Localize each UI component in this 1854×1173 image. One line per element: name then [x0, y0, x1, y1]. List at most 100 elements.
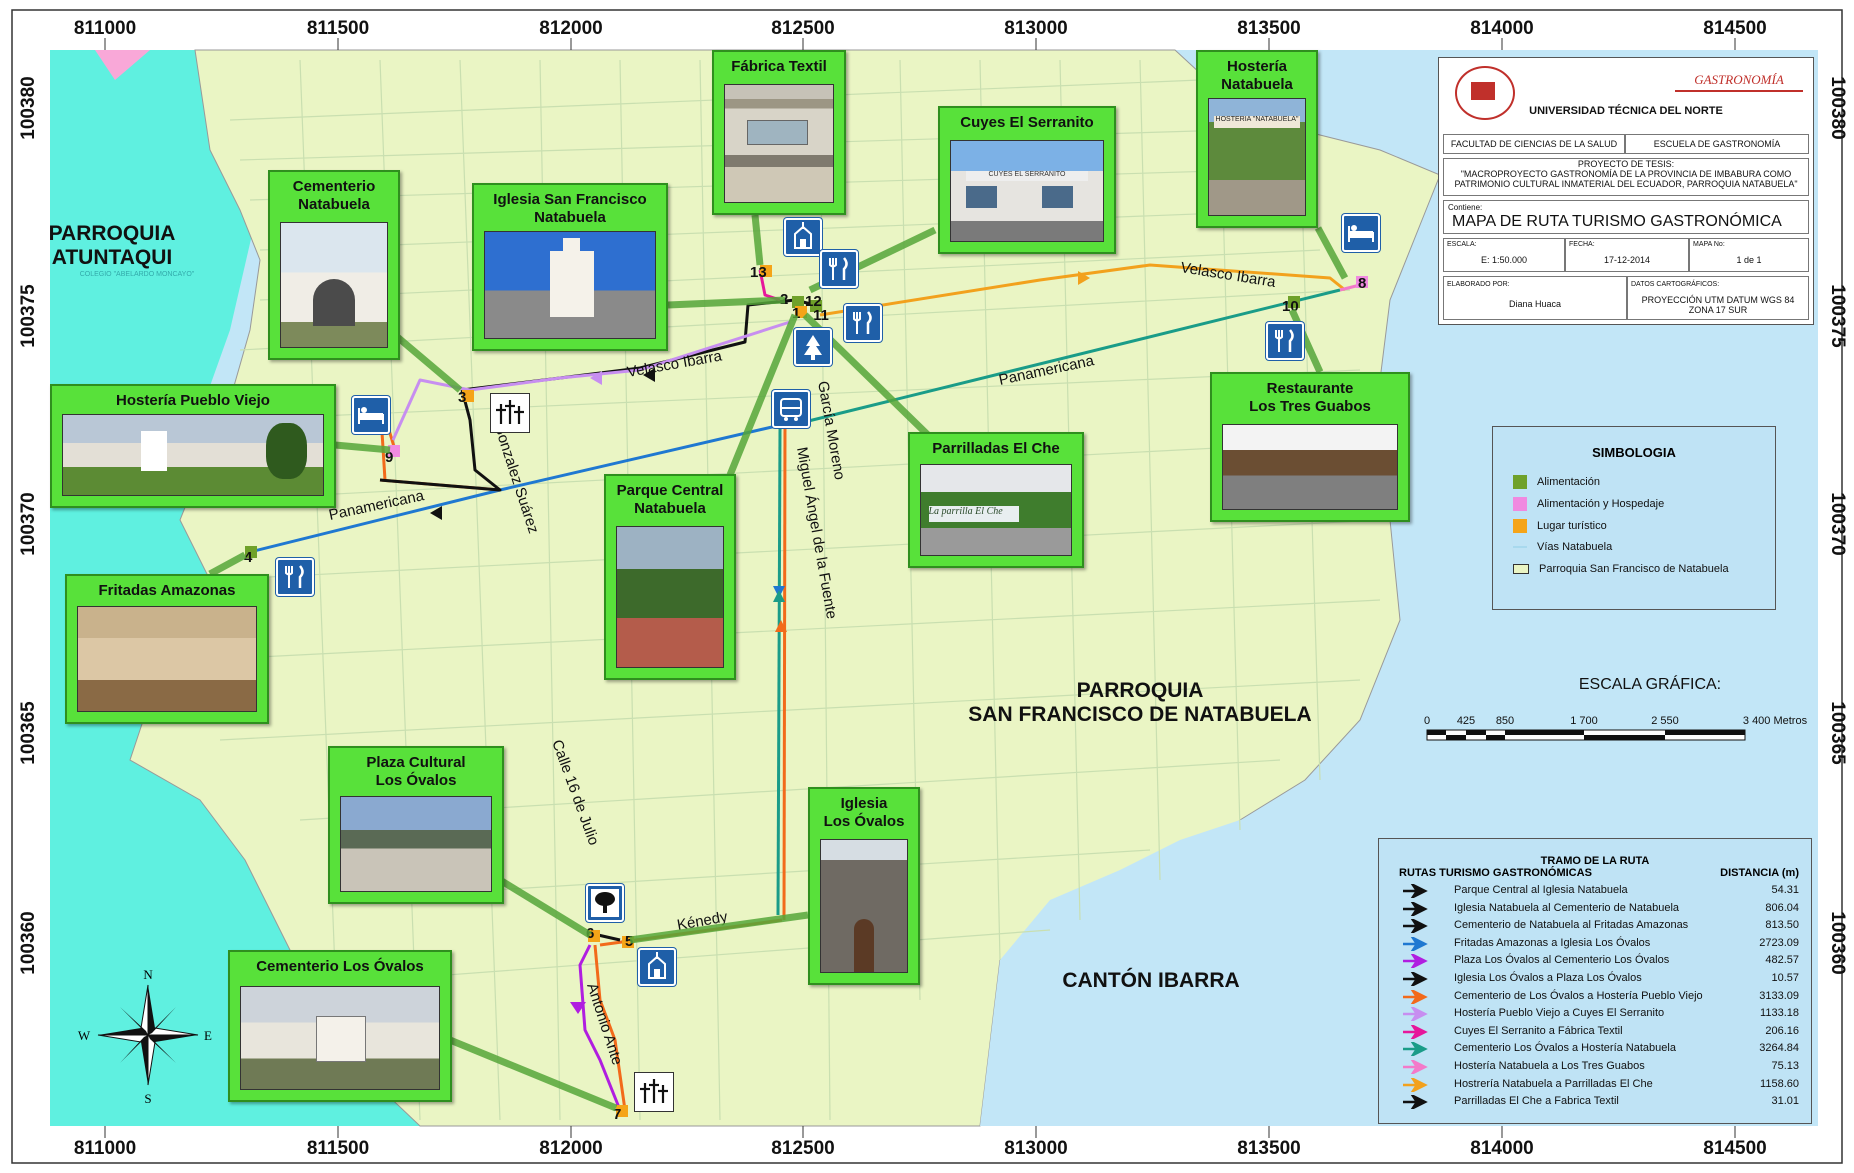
poi-title: Cuyes El Serranito: [960, 114, 1094, 131]
compass-n: N: [143, 967, 153, 982]
poi-iglesia-san-francisco[interactable]: Iglesia San Francisco Natabuela: [472, 183, 668, 351]
restaurant-icon[interactable]: [276, 558, 314, 596]
route-arrow-icon: [1403, 1077, 1428, 1092]
route-distance: 3133.09: [1759, 989, 1799, 1002]
photo-fritadas: [77, 606, 257, 712]
poi-title-1: Plaza Cultural: [366, 754, 466, 771]
x-tick-bottom: 813500: [1237, 1138, 1300, 1159]
photo-serranito: CUYES EL SERRANITO: [950, 140, 1104, 242]
cemetery-icon[interactable]: [634, 1072, 674, 1112]
poi-title-2: Natabuela: [298, 196, 370, 213]
y-tick-left: 100375: [18, 284, 39, 348]
church-icon[interactable]: [784, 218, 822, 256]
waypoint-13: 13: [750, 264, 767, 281]
x-tick-bottom: 814000: [1470, 1138, 1533, 1159]
scale-title: ESCALA GRÁFICA:: [1578, 676, 1722, 693]
compass-e: E: [204, 1028, 212, 1043]
route-row: Plaza Los Óvalos al Cementerio Los Óvalo…: [1399, 953, 1799, 969]
marker-lugar: [760, 265, 772, 277]
elaborado-label: ELABORADO POR:: [1447, 281, 1510, 288]
route-distance: 31.01: [1771, 1095, 1799, 1108]
cemetery-icon[interactable]: [490, 393, 530, 433]
photo-hosteria: HOSTERIA "NATABUELA": [1208, 98, 1306, 216]
simbologia-label: Lugar turístico: [1537, 519, 1607, 532]
poi-fabrica-textil[interactable]: Fábrica Textil: [712, 50, 846, 215]
poi-title: Fritadas Amazonas: [98, 582, 236, 599]
escala-label: ESCALA:: [1447, 241, 1477, 248]
park-icon[interactable]: [794, 328, 832, 366]
scale-label: 425: [1457, 715, 1475, 727]
simbologia-title: SIMBOLOGIA: [1592, 445, 1676, 460]
simbologia-label: Alimentación y Hospedaje: [1537, 497, 1665, 510]
x-tick-bottom: 811000: [74, 1138, 136, 1159]
bus-icon[interactable]: [772, 390, 810, 428]
poi-restaurante-tres-guabos[interactable]: Restaurante Los Tres Guabos: [1210, 372, 1410, 522]
poi-cementerio-ovalos[interactable]: Cementerio Los Óvalos: [228, 950, 452, 1102]
route-name: Hostería Pueblo Viejo a Cuyes El Serrani…: [1454, 1007, 1665, 1020]
marker-lugar: [795, 306, 807, 318]
scale-label: 3 400 Metros: [1743, 715, 1808, 727]
poi-title-1: Cementerio: [292, 178, 376, 195]
school-cell: ESCUELA DE GASTRONOMÍA: [1625, 134, 1809, 154]
route-col-routes: RUTAS TURISMO GASTRONÓMICAS: [1399, 867, 1592, 879]
waypoint-markers: [245, 265, 1368, 1117]
bed-icon[interactable]: [352, 396, 390, 434]
poi-fritadas-amazonas[interactable]: Fritadas Amazonas: [65, 574, 269, 724]
datos-value1: PROYECCIÓN UTM DATUM WGS 84: [1641, 295, 1795, 305]
simbologia-label: Parroquia San Francisco de Natabuela: [1539, 563, 1729, 575]
poi-iglesia-ovalos[interactable]: Iglesia Los Óvalos: [808, 787, 920, 985]
x-tick-bottom: 812000: [539, 1138, 602, 1159]
poi-cuyes-serranito[interactable]: Cuyes El Serranito CUYES EL SERRANITO: [938, 106, 1116, 254]
route-distance: 3264.84: [1759, 1042, 1799, 1055]
poi-hosteria-pueblo-viejo[interactable]: Hostería Pueblo Viejo: [50, 384, 336, 508]
y-tick-left: 100370: [18, 492, 39, 555]
area-atuntaqui-line2: ATUNTAQUI: [52, 246, 173, 269]
x-tick-bottom: 814500: [1703, 1138, 1766, 1159]
title-block: GASTRONOMÍA UNIVERSIDAD TÉCNICA DEL NORT…: [1438, 57, 1814, 325]
poi-plaza-cultural[interactable]: Plaza Cultural Los Óvalos: [328, 746, 504, 904]
marker-lugar: [616, 1105, 628, 1117]
poi-title-1: Hostería: [1226, 58, 1288, 75]
datos-label: DATOS CARTOGRÁFICOS:: [1631, 281, 1720, 288]
poi-title-2: Natabuela: [534, 209, 606, 226]
route-orange-south: [782, 423, 787, 921]
photo-pueblo-viejo: [62, 414, 324, 496]
poi-hosteria-natabuela[interactable]: Hostería Natabuela HOSTERIA "NATABUELA": [1196, 50, 1318, 228]
poi-title-1: Iglesia San Francisco: [493, 191, 647, 208]
route-distance: 806.04: [1765, 901, 1799, 914]
route-orange-loop: [593, 944, 627, 1111]
ibarra-area: [980, 800, 1440, 1126]
restaurant-icon[interactable]: [844, 304, 882, 342]
y-tick-right: 100365: [1827, 701, 1848, 765]
map-title: MAPA DE RUTA TURISMO GASTRONÓMICA: [1452, 213, 1782, 230]
poi-cementerio-natabuela[interactable]: Cementerio Natabuela: [268, 170, 400, 360]
poi-parque-central[interactable]: Parque Central Natabuela: [604, 474, 736, 680]
x-tick-top: 813500: [1237, 18, 1300, 39]
x-tick-top: 813000: [1004, 18, 1067, 39]
route-arrow-icon: [1403, 1060, 1428, 1074]
route-arrow-icon: [1403, 1095, 1428, 1110]
y-tick-right: 100370: [1827, 492, 1848, 555]
waypoint-1: 1: [792, 305, 800, 322]
pink-corner: [95, 50, 150, 80]
x-tick-top: 812000: [539, 18, 602, 39]
route-distance: 1133.18: [1760, 1007, 1799, 1020]
route-name: Iglesia Los Óvalos a Plaza Los Óvalos: [1454, 972, 1642, 984]
route-purple: [578, 944, 622, 1111]
poi-parrilladas-el-che[interactable]: Parrilladas El Che La parrilla El Che: [908, 432, 1084, 568]
marker-alimentacion: [1288, 296, 1300, 308]
tree-icon[interactable]: [586, 884, 624, 922]
restaurant-icon[interactable]: [820, 250, 858, 288]
poi-title-2: Natabuela: [634, 500, 706, 517]
church-icon[interactable]: [638, 948, 676, 986]
bed-icon[interactable]: [1342, 214, 1380, 252]
route-name: Parque Central al Iglesia Natabuela: [1454, 884, 1628, 896]
photo-parque-central: [616, 526, 724, 668]
restaurant-icon[interactable]: [1266, 322, 1304, 360]
route-black-loop: [597, 933, 621, 942]
simbologia-swatch: [1513, 497, 1527, 511]
